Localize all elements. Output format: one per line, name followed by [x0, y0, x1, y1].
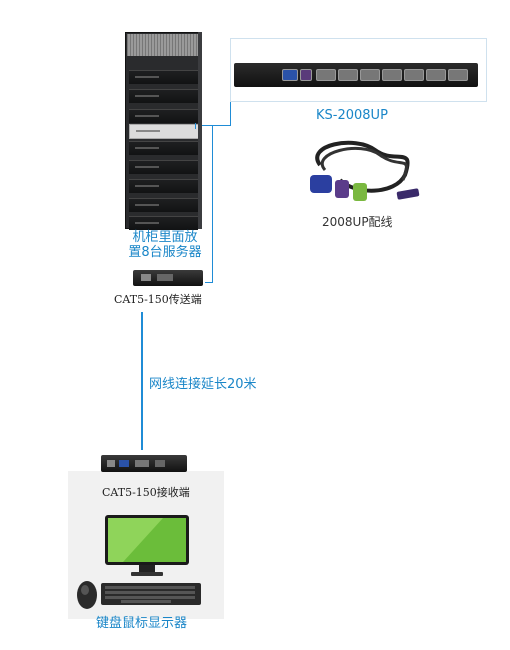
rack-caption: 机柜里面放 置8台服务器 — [124, 230, 206, 260]
transmitter-label: CAT5-150传送端 — [114, 293, 202, 306]
connector-line — [212, 125, 213, 283]
distance-label: 网线连接延长20米 — [149, 377, 257, 392]
kvm-cable-icon — [310, 140, 420, 201]
kvm-switch-icon — [234, 63, 478, 87]
connector-line — [205, 282, 213, 283]
rack-slot — [129, 198, 198, 212]
connector-line — [202, 125, 231, 126]
network-cable-line — [141, 312, 143, 450]
monitor-icon — [105, 515, 189, 576]
rack-slot — [129, 160, 198, 174]
rack-slot — [129, 216, 198, 230]
receiver-label: CAT5-150接收端 — [102, 486, 190, 499]
transmitter-icon — [133, 270, 203, 286]
rack-slot — [129, 141, 198, 155]
receiver-icon — [101, 455, 187, 472]
rack-slot — [129, 89, 198, 103]
keyboard-icon — [101, 583, 201, 605]
rack-caption-line2: 置8台服务器 — [128, 245, 202, 260]
rack-caption-line1: 机柜里面放 — [132, 230, 198, 245]
cable-label: 2008UP配线 — [322, 215, 393, 229]
rack-slot — [129, 109, 198, 123]
rack-slot — [129, 179, 198, 193]
rack-slot — [129, 70, 198, 84]
kvm-panel — [230, 38, 487, 102]
kvm-model-label: KS-2008UP — [316, 108, 388, 123]
server-rack-icon — [125, 32, 202, 230]
peripherals-label: 键盘鼠标显示器 — [96, 616, 188, 631]
bracket-line — [195, 123, 196, 129]
mouse-icon — [77, 581, 97, 609]
rack-slot-kvm — [129, 124, 200, 139]
